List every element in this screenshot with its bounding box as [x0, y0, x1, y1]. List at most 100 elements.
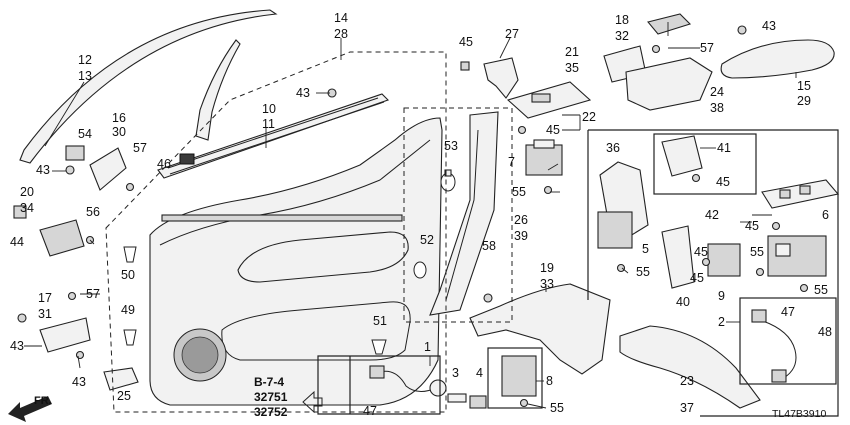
callout-57-a: 57: [133, 141, 147, 155]
reference-arrow: [302, 390, 323, 414]
armrest-bracket-24[interactable]: [625, 57, 713, 111]
callout-8: 8: [546, 374, 553, 388]
callout-32: 32: [615, 29, 629, 43]
callout-42: 42: [705, 208, 719, 222]
callout-29: 29: [797, 94, 811, 108]
callout-55-b: 55: [636, 265, 650, 279]
armrest-pad[interactable]: [720, 39, 835, 79]
callout-5: 5: [642, 242, 649, 256]
front-direction-label: FR.: [34, 395, 52, 407]
callout-45-e: 45: [694, 245, 708, 259]
callout-45-c: 45: [716, 175, 730, 189]
front-direction-arrow: [8, 396, 52, 422]
callout-24: 24: [710, 85, 724, 99]
switch-module-5[interactable]: [597, 211, 633, 249]
beltline-weatherstrip[interactable]: [157, 93, 390, 179]
callout-48: 48: [818, 325, 832, 339]
callout-33: 33: [540, 277, 554, 291]
callout-30: 30: [112, 125, 126, 139]
front-pillar-molding[interactable]: [19, 9, 278, 164]
callout-55-e: 55: [550, 401, 564, 415]
callout-16: 16: [112, 111, 126, 125]
power-window-switch-7[interactable]: [525, 139, 563, 176]
wire-harness-2[interactable]: [751, 309, 797, 383]
callout-3: 3: [452, 366, 459, 380]
callout-43-a: 43: [296, 86, 310, 100]
callout-53: 53: [444, 139, 458, 153]
callout-58: 58: [482, 239, 496, 253]
callout-4: 4: [476, 366, 483, 380]
callout-25: 25: [117, 389, 131, 403]
callout-55-d: 55: [814, 283, 828, 297]
bulb-3[interactable]: [447, 393, 467, 403]
callout-35: 35: [565, 61, 579, 75]
lamp-socket-8[interactable]: [501, 355, 537, 397]
callout-39: 39: [514, 229, 528, 243]
callout-10: 10: [262, 102, 276, 116]
switch-9[interactable]: [707, 243, 741, 277]
callout-55-a: 55: [512, 185, 526, 199]
callout-20: 20: [20, 185, 34, 199]
callout-47-b: 47: [363, 404, 377, 418]
door-pocket-trim[interactable]: [429, 111, 499, 316]
switch-assembly-6[interactable]: [767, 235, 827, 277]
callout-38: 38: [710, 101, 724, 115]
trim-clip-49[interactable]: [123, 329, 137, 346]
cover-25[interactable]: [103, 367, 139, 391]
switch-housing-40[interactable]: [661, 225, 695, 289]
callout-1: 1: [424, 340, 431, 354]
callout-41: 41: [717, 141, 731, 155]
screw-fasteners: [17, 25, 809, 408]
callout-6: 6: [822, 208, 829, 222]
callout-31: 31: [38, 307, 52, 321]
callout-46: 46: [157, 157, 171, 171]
callout-28: 28: [334, 27, 348, 41]
callout-49: 49: [121, 303, 135, 317]
callout-19: 19: [540, 261, 554, 275]
door-sash-trim[interactable]: [195, 39, 241, 141]
callout-45-d: 45: [745, 219, 759, 233]
trim-clip-53[interactable]: [440, 169, 456, 192]
trim-clip-51[interactable]: [371, 339, 387, 355]
callout-36: 36: [606, 141, 620, 155]
callout-17: 17: [38, 291, 52, 305]
bracket-16[interactable]: [89, 147, 127, 191]
armrest-cover[interactable]: [647, 13, 692, 35]
callout-56: 56: [86, 205, 100, 219]
callout-11: 11: [262, 117, 275, 131]
callout-34: 34: [20, 201, 34, 215]
callout-45-a: 45: [459, 35, 473, 49]
bracket-20[interactable]: [39, 219, 85, 257]
lining-clip[interactable]: [179, 153, 195, 165]
callout-45-b: 45: [546, 123, 560, 137]
callout-9: 9: [718, 289, 725, 303]
bracket-17[interactable]: [39, 317, 91, 353]
reference-part-a: 32751: [254, 390, 288, 404]
callout-43-b: 43: [36, 163, 50, 177]
callout-26: 26: [514, 213, 528, 227]
clip-44[interactable]: [13, 205, 27, 219]
reference-section: B-7-4: [254, 375, 284, 389]
callout-27: 27: [505, 27, 519, 41]
callout-43-e: 43: [762, 19, 776, 33]
callout-15: 15: [797, 79, 811, 93]
grouping-outlines: [105, 51, 839, 417]
switch-bezel-41[interactable]: [661, 135, 703, 177]
trim-clip-52[interactable]: [413, 261, 427, 279]
switch-panel-42[interactable]: [761, 179, 840, 209]
courtesy-light-harness[interactable]: [369, 365, 447, 397]
callout-43-c: 43: [10, 339, 24, 353]
callout-50: 50: [121, 268, 135, 282]
callout-52: 52: [420, 233, 434, 247]
trim-clip-50[interactable]: [123, 246, 137, 263]
callout-40: 40: [676, 295, 690, 309]
clip-54[interactable]: [65, 145, 85, 161]
door-lining-panel[interactable]: [149, 117, 443, 406]
callout-21: 21: [565, 45, 579, 59]
sill-garnish-23[interactable]: [619, 325, 761, 409]
callout-37: 37: [680, 401, 694, 415]
bracket-4[interactable]: [469, 395, 487, 409]
callout-12: 12: [78, 53, 92, 67]
switch-bracket[interactable]: [483, 57, 519, 99]
